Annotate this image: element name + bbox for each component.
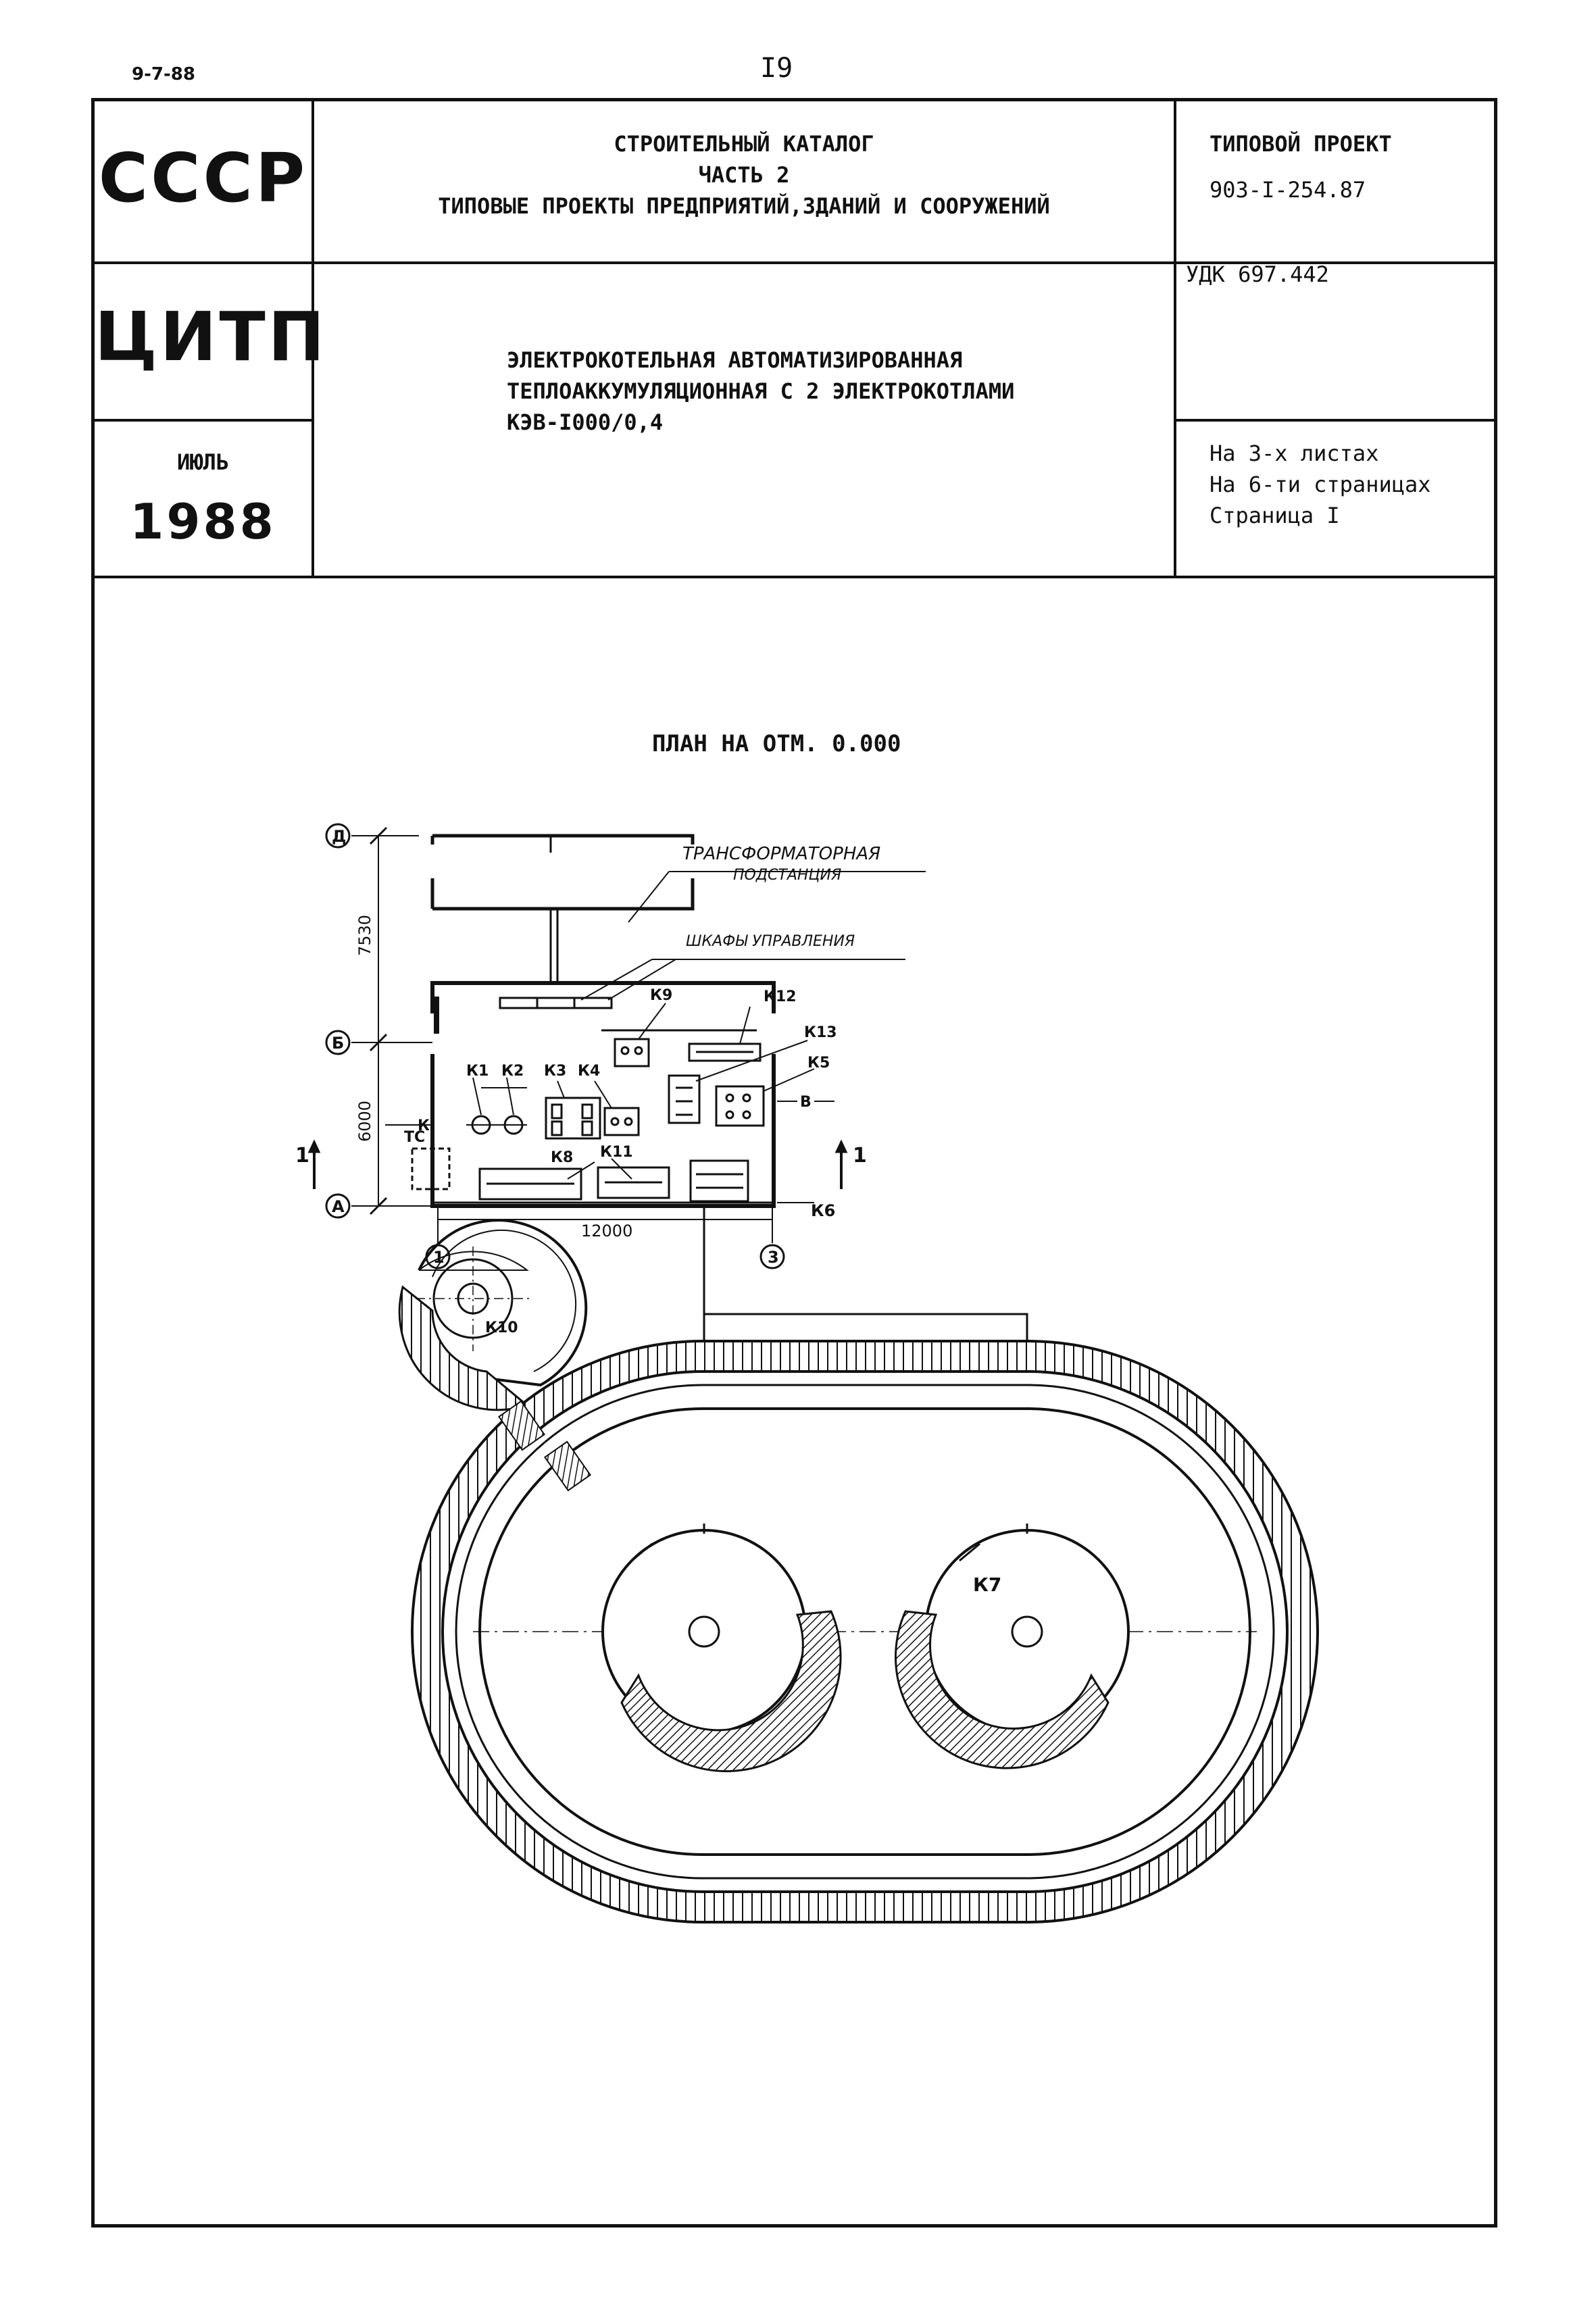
tag-k8: К8 [551,1149,573,1166]
catalog-line-2: ЧАСТЬ 2 [698,162,790,188]
tag-k12: К12 [764,988,797,1005]
title-divider-stamp [91,419,314,422]
dim-6000: 6000 [355,1101,374,1142]
axis-label-1: 1 [433,1248,445,1267]
equipment-k12 [688,1042,762,1062]
object-line-2: ТЕПЛОАККУМУЛЯЦИОННАЯ С 2 ЭЛЕКТРОКОТЛАМИ [507,378,1015,404]
tag-k7: К7 [973,1574,1001,1596]
tag-ts: ТС [404,1129,425,1146]
project-block: ТИПОВОЙ ПРОЕКТ 903-I-254.87 [1210,128,1392,205]
sheet-frame [91,98,1497,2228]
axis-bubble-a [325,1193,351,1219]
boiler-room-wall-top [430,981,776,1013]
axis-bubble-3 [759,1244,785,1269]
title-vline-1 [311,98,314,578]
label-transformer-1: ТРАНСФОРМАТОРНАЯ [682,844,880,864]
pump-k9 [614,1038,650,1067]
equipment-k5 [715,1085,765,1127]
sheets-line-1: На 3-х листах [1210,441,1379,466]
axis-bubble-d [325,823,351,849]
tag-k1: К1 [466,1063,489,1080]
project-number: 903-I-254.87 [1210,177,1366,203]
substation-wall [430,878,695,911]
object-description: ЭЛЕКТРОКОТЕЛЬНАЯ АВТОМАТИЗИРОВАННАЯ ТЕПЛ… [507,345,1169,438]
stamp-org: ЦИТП [95,297,328,376]
stamp-year: 1988 [130,493,276,550]
udk-code: УДК 697.442 [1186,261,1329,287]
section-mark-right: 1 [853,1144,867,1167]
equipment-k11 [597,1166,670,1199]
object-line-3: КЭВ-I000/0,4 [507,409,664,435]
boiler-room-wall [430,1054,776,1208]
catalog-line-3: ТИПОВЫЕ ПРОЕКТЫ ПРЕДПРИЯТИЙ,ЗДАНИЙ И СОО… [438,193,1050,219]
project-label: ТИПОВОЙ ПРОЕКТ [1210,131,1392,157]
tank-k10-outer [418,1219,588,1387]
dim-12000: 12000 [581,1222,632,1240]
equipment-k8 [478,1167,582,1201]
axis-label-a: А [332,1197,345,1216]
axis-label-b: Б [332,1034,344,1053]
equipment-k4 [603,1107,640,1136]
stamp-country: СССР [98,139,308,218]
catalog-header: СТРОИТЕЛЬНЫЙ КАТАЛОГ ЧАСТЬ 2 ТИПОВЫЕ ПРО… [318,128,1170,222]
tag-k5: К5 [807,1055,830,1072]
axis-bubble-b [325,1030,351,1055]
drawing-title: ПЛАН НА ОТМ. 0.000 [652,730,901,757]
date-stamp: 9-7-88 [132,64,195,84]
title-divider-1 [91,261,1497,264]
pipe-label-k: К [418,1117,430,1134]
title-divider-bottom [91,576,1497,578]
label-cabinets: ШКАФЫ УПРАВЛЕНИЯ [686,933,855,950]
axis-label-d: Д [332,827,346,846]
object-line-1: ЭЛЕКТРОКОТЕЛЬНАЯ АВТОМАТИЗИРОВАННАЯ [507,347,963,373]
label-transformer-2: ПОДСТАНЦИЯ [733,867,841,884]
title-divider-right [1174,419,1497,422]
equipment-ts [411,1147,451,1190]
catalog-line-1: СТРОИТЕЛЬНЫЙ КАТАЛОГ [614,131,874,157]
heat-storage-basin-inner [478,1407,1251,1856]
stamp-month: ИЮЛЬ [176,449,230,475]
equipment-k13 [668,1074,701,1124]
equipment-k3 [545,1097,601,1140]
tag-k2: К2 [501,1063,524,1080]
tag-k9: К9 [650,987,672,1004]
substation-top-wall [430,834,695,845]
tag-k3: К3 [544,1063,566,1080]
equipment-k6 [689,1159,749,1203]
sheets-line-3: Страница I [1210,503,1340,528]
tag-k13: К13 [804,1024,837,1041]
tag-k6: К6 [811,1201,835,1220]
dim-7530: 7530 [355,915,374,956]
tag-k11: К11 [600,1144,633,1161]
tag-k10: К10 [485,1319,518,1336]
title-vline-2 [1174,98,1176,578]
pipe-label-v: В [800,1094,812,1111]
section-mark-left: 1 [295,1144,309,1167]
control-cabinet-rect [499,997,613,1009]
page-number: I9 [760,53,793,84]
sheets-info: На 3-х листах На 6-ти страницах Страница… [1210,438,1431,531]
tank-k10-body [432,1258,514,1339]
sheets-line-2: На 6-ти страницах [1210,472,1431,497]
axis-label-3: 3 [768,1248,779,1267]
tag-k4: К4 [578,1063,600,1080]
